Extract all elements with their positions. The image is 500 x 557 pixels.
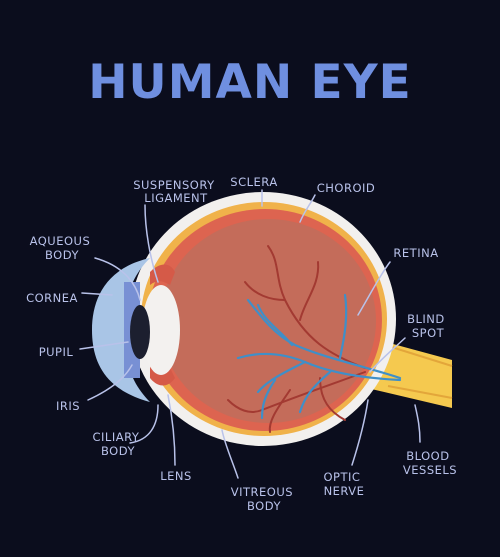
eyeball	[92, 192, 453, 446]
veins	[236, 293, 402, 420]
label-lens: LENS	[160, 469, 192, 483]
label-aqueous-body: AQUEOUS BODY	[30, 234, 95, 262]
label-blind-spot: BLIND SPOT	[407, 312, 449, 340]
label-choroid: CHOROID	[317, 181, 376, 195]
label-retina: RETINA	[393, 246, 438, 260]
label-blood-vessels: BLOOD VESSELS	[403, 449, 457, 477]
label-ciliary-body: CILIARY BODY	[92, 430, 143, 458]
pupil	[130, 305, 150, 359]
label-cornea: CORNEA	[26, 291, 78, 305]
arteries	[227, 245, 366, 433]
label-optic-nerve: OPTIC NERVE	[323, 470, 364, 498]
ciliary-body	[150, 264, 175, 285]
labels: SUSPENSORY LIGAMENT SCLERA CHOROID AQUEO…	[26, 175, 457, 513]
title: HUMAN EYE	[88, 55, 412, 110]
label-vitreous-body: VITREOUS BODY	[231, 485, 297, 513]
lens	[142, 285, 180, 375]
label-suspensory-ligament: SUSPENSORY LIGAMENT	[133, 178, 219, 205]
label-pupil: PUPIL	[39, 345, 74, 359]
label-iris: IRIS	[56, 399, 80, 413]
label-sclera: SCLERA	[230, 175, 277, 189]
leader-lines	[79, 189, 421, 479]
